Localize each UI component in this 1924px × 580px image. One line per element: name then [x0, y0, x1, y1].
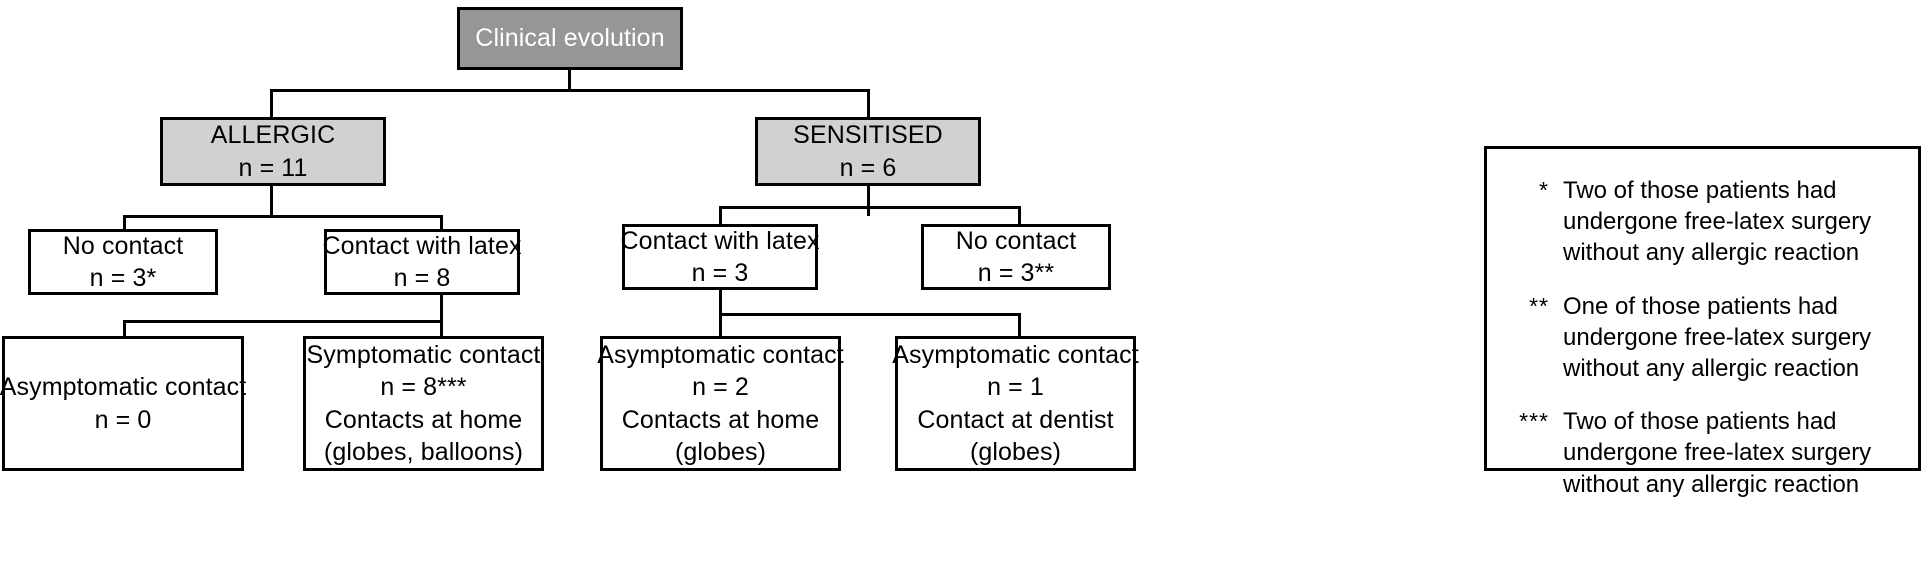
node-allergic-contact-count: n = 8 — [393, 264, 451, 292]
node-sensitised-contact-count: n = 3 — [691, 259, 749, 287]
node-sensitised-asymptomatic-dentist-title: Asymptomatic contact — [892, 340, 1139, 369]
connector-root-down — [568, 70, 571, 92]
connector-sensitised-bus — [719, 206, 1021, 209]
node-sensitised-no-contact-count: n = 3** — [977, 259, 1055, 287]
legend-item: ** One of those patients had undergone f… — [1501, 291, 1906, 385]
footnote-legend-box: * Two of those patients had undergone fr… — [1484, 146, 1921, 498]
node-allergic-contact-title: Contact with latex — [322, 231, 522, 260]
legend-item: * Two of those patients had undergone fr… — [1501, 175, 1906, 269]
connector-allergic-down — [270, 185, 273, 216]
legend-text: Two of those patients had undergone free… — [1563, 408, 1872, 498]
node-allergic-symptomatic-contact[interactable]: Symptomatic contact n = 8*** Contacts at… — [303, 336, 544, 471]
node-allergic-contact-with-latex[interactable]: Contact with latex n = 8 — [322, 229, 522, 295]
node-sensitised-asymptomatic-home-title: Asymptomatic contact — [597, 340, 844, 369]
node-allergic-no-contact[interactable]: No contact n = 3* — [28, 229, 218, 295]
legend-text: Two of those patients had undergone free… — [1563, 177, 1872, 267]
connector-level2-bus — [270, 89, 870, 92]
connector-level4-left-bus — [123, 320, 443, 323]
node-sensitised-no-contact-title: No contact — [955, 226, 1077, 255]
node-allergic[interactable]: ALLERGIC n = 11 — [160, 117, 386, 186]
connector-sensitised-down — [867, 185, 870, 216]
node-sensitised-asymptomatic-dentist[interactable]: Asymptomatic contact n = 1 Contact at de… — [892, 336, 1139, 471]
connector-to-asymptomatic-dentist — [1018, 313, 1021, 336]
legend-marker: *** — [1519, 408, 1549, 435]
connector-to-no-contact-right — [1018, 206, 1021, 237]
node-allergic-symptomatic-title: Symptomatic contact — [306, 340, 541, 369]
connector-to-sensitised — [867, 89, 870, 118]
node-sensitised-contact-with-latex[interactable]: Contact with latex n = 3 — [620, 224, 820, 290]
node-sensitised-asymptomatic-home[interactable]: Asymptomatic contact n = 2 Contacts at h… — [597, 336, 844, 471]
node-allergic-no-contact-title: No contact — [62, 231, 184, 260]
node-sensitised-asymptomatic-home-count: n = 2 — [692, 373, 749, 401]
node-sensitised[interactable]: SENSITISED n = 6 — [755, 117, 981, 186]
node-clinical-evolution[interactable]: Clinical evolution — [457, 7, 683, 70]
node-allergic-asymptomatic-title: Asymptomatic contact — [0, 373, 247, 401]
node-sensitised-no-contact[interactable]: No contact n = 3** — [921, 224, 1111, 290]
node-sensitised-asymptomatic-home-items: (globes) — [674, 438, 767, 466]
legend-marker: * — [1539, 177, 1549, 203]
connector-contact-left-down — [440, 295, 443, 322]
connector-to-contact-latex-right — [719, 206, 722, 237]
node-allergic-asymptomatic-count: n = 0 — [94, 405, 152, 434]
connector-to-symptomatic-left — [440, 320, 443, 336]
node-sensitised-asymptomatic-dentist-count: n = 1 — [987, 373, 1044, 401]
node-sensitised-asymptomatic-dentist-detail: Contact at dentist — [917, 405, 1114, 434]
node-allergic-no-contact-count: n = 3* — [89, 264, 157, 292]
node-allergic-title: ALLERGIC — [210, 121, 336, 149]
node-allergic-asymptomatic-contact[interactable]: Asymptomatic contact n = 0 — [0, 336, 247, 471]
legend-item: *** Two of those patients had undergone … — [1501, 406, 1906, 500]
connector-to-allergic — [270, 89, 273, 118]
connector-allergic-bus — [123, 215, 443, 218]
node-allergic-count: n = 11 — [238, 153, 308, 182]
node-clinical-evolution-label: Clinical evolution — [475, 24, 665, 53]
node-sensitised-contact-title: Contact with latex — [620, 226, 820, 255]
node-allergic-symptomatic-detail: Contacts at home — [324, 405, 523, 434]
node-sensitised-asymptomatic-dentist-items: (globes) — [969, 438, 1062, 466]
connector-level4-right-bus — [719, 313, 1021, 316]
node-sensitised-title: SENSITISED — [793, 121, 943, 149]
connector-to-asymptomatic-left — [123, 320, 126, 336]
legend-marker: ** — [1529, 292, 1549, 319]
node-allergic-symptomatic-items: (globes, balloons) — [323, 438, 524, 466]
node-allergic-symptomatic-count: n = 8*** — [380, 373, 467, 401]
node-sensitised-count: n = 6 — [839, 153, 897, 182]
legend-text: One of those patients had undergone free… — [1563, 292, 1872, 382]
node-sensitised-asymptomatic-home-detail: Contacts at home — [621, 405, 820, 434]
